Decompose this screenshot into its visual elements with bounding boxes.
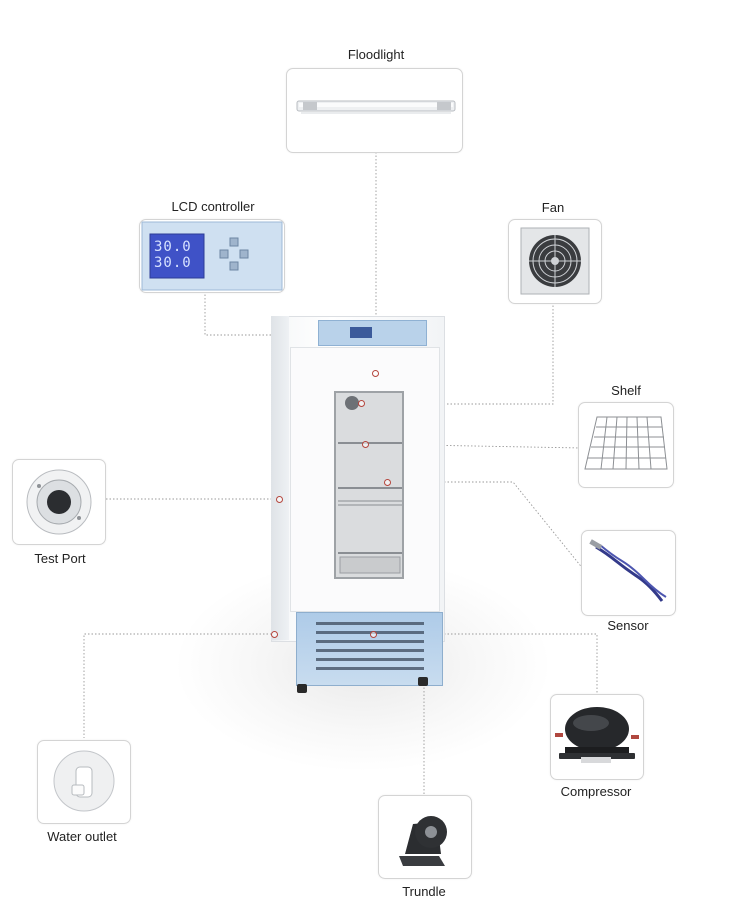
label-shelf: Shelf [611,383,641,398]
trundle-card [378,795,472,879]
label-test-port: Test Port [34,551,86,566]
fan-card [508,219,602,304]
lcd-readout-line1: 30.0 [154,239,192,255]
cabinet-wheel [297,684,307,693]
vent-slot [316,640,424,643]
shelf-image [584,416,668,470]
label-fan: Fan [541,200,565,215]
cabinet-glass-window [334,391,404,579]
lcd-controller-image [141,221,283,291]
test-port-image [26,469,92,535]
callout-marker-compressor [370,631,377,638]
vent-slot [316,622,424,625]
window-shelves [338,396,402,574]
label-water-outlet: Water outlet [47,829,117,844]
callout-marker-fan [358,400,365,407]
compressor-image [555,707,639,763]
label-floodlight: Floodlight [347,47,405,62]
callout-marker-sensor [384,479,391,486]
sensor-card [581,530,676,616]
cabinet-panel-screen [350,327,372,338]
callout-marker-water-outlet [271,631,278,638]
lcd-controller-card: 30.0 30.0 [139,219,285,293]
trundle-image [399,816,447,866]
lcd-readout-line2: 30.0 [154,255,192,271]
cabinet-wheel [418,677,428,686]
label-compressor: Compressor [560,784,632,799]
test-port-card [12,459,106,545]
callout-marker-shelf [362,441,369,448]
sensor-image [589,539,667,602]
vent-slot [316,667,424,670]
label-trundle: Trundle [402,884,446,899]
water-outlet-card [37,740,131,824]
fan-image [520,227,590,295]
callout-marker-floodlight [372,370,379,377]
label-lcd-controller: LCD controller [171,199,255,214]
floodlight-image [296,100,456,114]
cabinet-control-panel [318,320,427,346]
cabinet-side [271,316,289,640]
vent-slot [316,649,424,652]
label-sensor: Sensor [607,618,649,633]
callout-marker-test-port [276,496,283,503]
floodlight-card [286,68,463,153]
leader-compressor [374,633,598,694]
vent-slot [316,658,424,661]
leader-water-outlet [83,633,275,738]
shelf-card [578,402,674,488]
water-outlet-image [53,750,115,812]
compressor-card [550,694,644,780]
